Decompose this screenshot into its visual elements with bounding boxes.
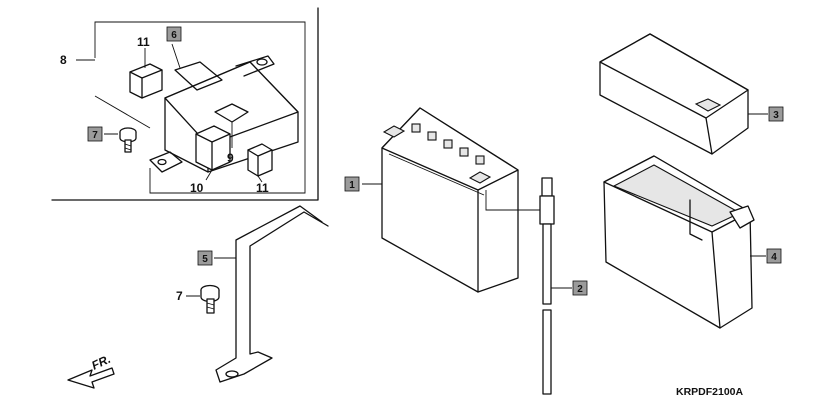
callout-bolt-inset: 7 (87, 126, 103, 142)
callout-bolt-inset-label: 7 (92, 130, 98, 141)
bolt-inset-icon (104, 127, 137, 153)
callout-battery-box: 4 (766, 248, 782, 264)
battery-cover (599, 33, 768, 155)
fuse-9 (214, 103, 249, 148)
callout-fuse-box-cover-label: 6 (171, 30, 177, 41)
fuse-box-inset (51, 7, 319, 201)
front-direction-arrow-icon: FR. (67, 352, 115, 389)
callout-fuse-box-cover: 6 (166, 26, 182, 42)
callout-battery: 1 (344, 176, 360, 192)
fuse-10 (195, 125, 231, 181)
callout-breather-tube-label: 2 (577, 284, 583, 295)
callout-fuse-10: 10 (190, 181, 204, 195)
callout-battery-band: 5 (197, 250, 213, 266)
breather-tube (485, 177, 572, 395)
callout-battery-cover: 3 (768, 106, 784, 122)
callout-bolt-main: 7 (176, 289, 183, 303)
fuse-11-bottom (247, 143, 273, 183)
callout-battery-band-label: 5 (202, 254, 208, 265)
battery-box (603, 155, 766, 329)
callout-fuse-box-assembly: 8 (60, 53, 67, 67)
callout-fuse-11-top: 11 (137, 35, 150, 49)
callout-battery-label: 1 (349, 180, 355, 191)
battery (362, 107, 519, 293)
callout-battery-cover-label: 3 (773, 110, 779, 121)
fuse-11-top (129, 48, 163, 99)
drawing-code: KRPDF2100A (676, 386, 744, 398)
battery-band (214, 205, 329, 383)
bolt-main-icon (200, 284, 220, 314)
callout-breather-tube: 2 (572, 280, 588, 296)
callout-fuse-11-bottom: 11 (256, 181, 269, 195)
battery-cell-caps (411, 123, 485, 165)
callout-battery-box-label: 4 (771, 252, 777, 263)
callout-fuse-9: 9 (227, 151, 234, 165)
